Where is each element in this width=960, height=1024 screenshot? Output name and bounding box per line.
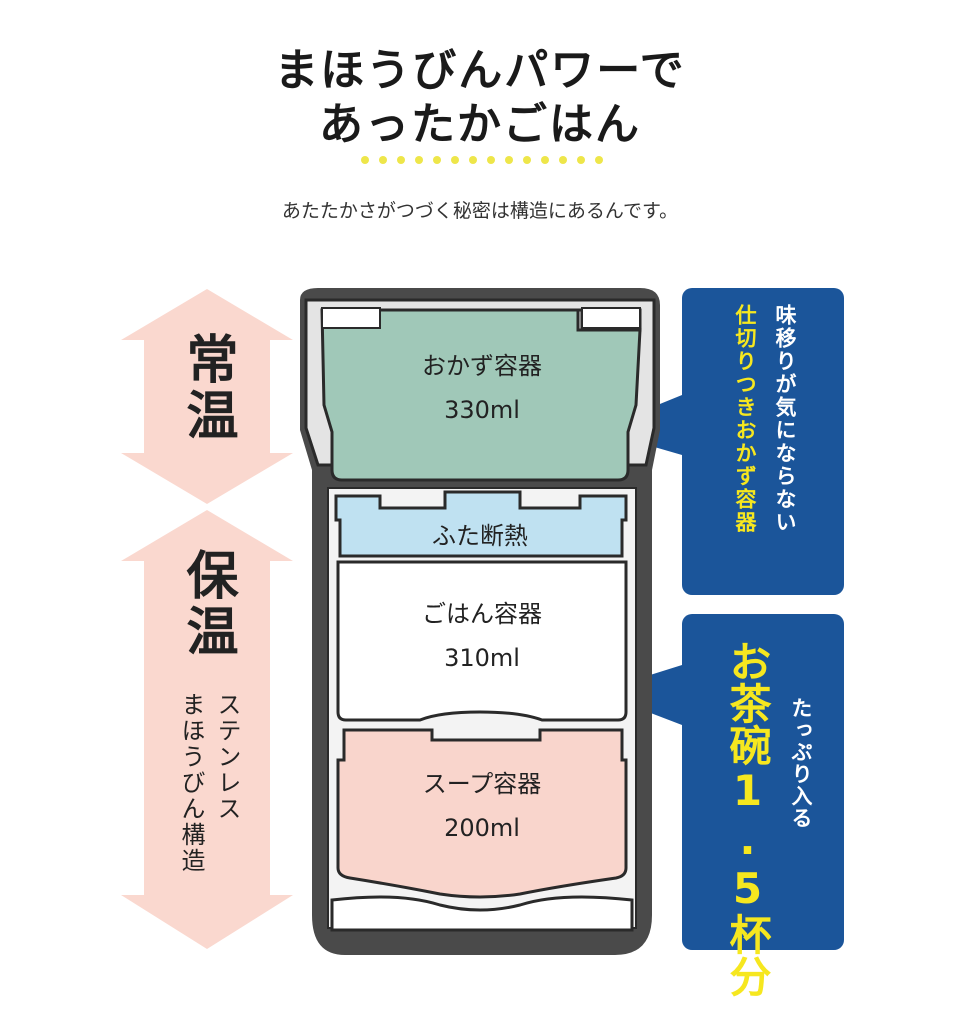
soup-volume: 200ml — [444, 814, 520, 842]
lid-notch-left — [321, 307, 381, 329]
lid-insulation-label: ふた断熱 — [432, 522, 528, 550]
label-normal-temp: 常温 — [177, 332, 237, 444]
rice-volume: 310ml — [444, 644, 520, 672]
lid-insulation — [334, 490, 628, 558]
title-line-1: まほうびんパワーで — [274, 45, 686, 96]
keep-warm-arrow — [121, 510, 293, 949]
callout-bottom-small: たっぷり入る — [789, 697, 813, 829]
soup-name: スープ容器 — [422, 770, 542, 798]
label-structure-line1: ステンレス — [213, 692, 241, 822]
subtitle: あたたかさがつづく秘密は構造にあるんです。 — [281, 200, 679, 222]
label-keep-warm: 保温 — [177, 548, 237, 660]
callout-bottom-big: お茶碗1.5杯分 — [723, 640, 772, 997]
dotted-divider — [361, 156, 603, 164]
rice-name: ごはん容器 — [422, 600, 542, 628]
title-line-2: あったかごはん — [319, 99, 641, 150]
label-structure-line2: まほうびん構造 — [177, 692, 205, 874]
jar-base-inner — [330, 895, 634, 932]
rice-container — [336, 560, 628, 722]
soup-container — [336, 728, 628, 899]
callout-top-line2: 仕切りつきおかず容器 — [733, 304, 757, 534]
soup-label: スープ容器 200ml — [338, 762, 626, 850]
page-title: まほうびんパワーで あったかごはん — [0, 44, 960, 152]
rice-label: ごはん容器 310ml — [338, 592, 626, 680]
side-dish-label: おかず容器 330ml — [332, 344, 632, 432]
room-temp-arrow — [121, 289, 293, 504]
side-dish-name: おかず容器 — [422, 352, 542, 380]
side-dish-volume: 330ml — [444, 396, 520, 424]
lid-notch-right — [581, 307, 641, 329]
side-dish-container — [320, 308, 642, 482]
callout-top-line1: 味移りが気にならない — [773, 304, 797, 534]
